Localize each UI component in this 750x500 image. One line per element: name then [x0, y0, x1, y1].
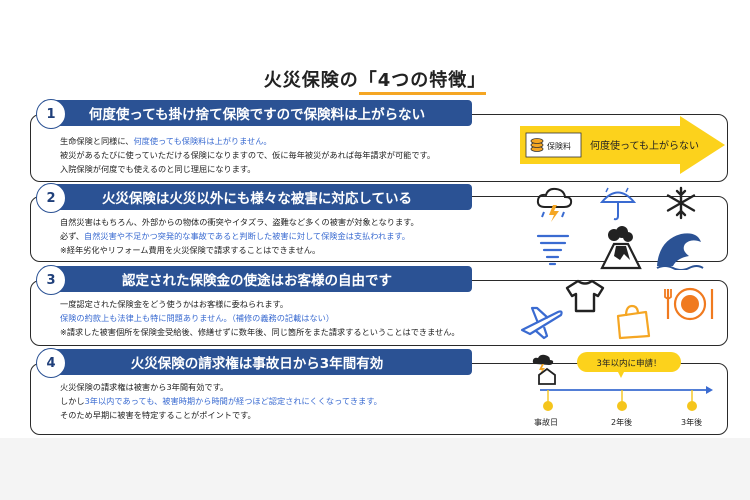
timeline-dot-2y — [617, 401, 627, 411]
section-3-line3: ※請求した被害個所を保険金受給後、修繕せずに数年後、同じ箇所をまた請求するという… — [60, 327, 460, 337]
timeline-label-accident: 事故日 — [534, 418, 558, 427]
section-3-heading: 認定された保険金の使途はお客様の自由です — [122, 273, 392, 289]
timeline-arrowhead — [706, 386, 713, 394]
title-prefix: 火災保険の — [263, 70, 359, 91]
section-1-body: 生命保険と同様に、何度使っても保険料は上がりません。 被災があるたびに使っていた… — [60, 134, 435, 176]
section-3-body: 一度認定された保険金をどう使うかはお客様に委ねられます。 保険の約款上も法律上も… — [60, 297, 460, 339]
section-1-header: 1 何度使っても掛け捨て保険ですので保険料は上がらない — [36, 99, 472, 129]
section-2-number: 2 — [36, 183, 66, 213]
section-1-heading: 何度使っても掛け捨て保険ですので保険料は上がらない — [88, 107, 426, 123]
page-title: 火災保険の「4つの特徴」 — [0, 66, 750, 95]
section-3-header: 3 認定された保険金の使途はお客様の自由です — [36, 265, 472, 295]
section-4-number: 4 — [36, 348, 66, 378]
timeline-dot-accident — [543, 401, 553, 411]
coins-icon — [530, 138, 544, 152]
section-1-line3: 入院保険が何度でも使えるのと同じ理屈になります。 — [60, 164, 256, 174]
section-2-line3: ※経年劣化やリフォーム費用を火災保険で請求することはできません。 — [60, 245, 321, 255]
section-4-line1: 火災保険の請求権は被害から3年間有効です。 — [60, 382, 229, 392]
section-4-heading: 火災保険の請求権は事故日から3年間有効 — [130, 356, 384, 372]
section-2-body: 自然災害はもちろん、外部からの物体の衝突やイタズラ、盗難など多くの被害が対象とな… — [60, 215, 419, 257]
arrow-text: 何度使っても上がらない — [590, 139, 699, 152]
deadline-bubble-text: 3年以内に申請！ — [597, 358, 662, 369]
deadline-bubble — [577, 352, 681, 372]
snow-icon — [666, 186, 696, 220]
tshirt-icon — [565, 279, 605, 313]
timeline-dot-3y — [687, 401, 697, 411]
house-lightning-icon — [532, 354, 556, 385]
section-1-line2: 被災があるたびに使っていただける保険になりますので、仮に毎年被災があれば毎年請求… — [60, 150, 436, 160]
section-1-line1a: 生命保険と同様に、 — [60, 136, 134, 146]
timeline-label-2y: 2年後 — [611, 418, 633, 427]
section-4-header: 4 火災保険の請求権は事故日から3年間有効 — [36, 348, 472, 378]
umbrella-icon — [600, 187, 636, 221]
section-1-line1b: 何度使っても保険料は上がりません。 — [133, 136, 272, 146]
section-2-line1: 自然災害はもちろん、外部からの物体の衝突やイタズラ、盗難など多くの被害が対象とな… — [60, 217, 419, 227]
shopping-bag-icon — [616, 304, 651, 340]
arrow-shape — [520, 116, 725, 174]
section-2-line2a: 必ず、 — [60, 231, 84, 241]
volcano-icon — [600, 226, 642, 270]
section-2-heading: 火災保険は火災以外にも様々な被害に対応している — [101, 191, 413, 207]
section-2-header: 2 火災保険は火災以外にも様々な被害に対応している — [36, 183, 472, 213]
section-2-line2b: 自然災害や不足かつ突発的な事故であると判断した被害に対して保険金は支払われます。 — [84, 231, 410, 241]
title-accent: 「4つの特徴」 — [358, 70, 487, 95]
tsunami-icon — [656, 233, 704, 270]
section-3-line1: 一度認定された保険金をどう使うかはお客様に委ねられます。 — [60, 299, 289, 309]
section-4-body: 火災保険の請求権は被害から3年間有効です。 しかし3年以内であっても、被害時期か… — [60, 380, 382, 422]
arrow-badge: 保険料 — [547, 141, 571, 151]
dinner-plate-icon — [664, 287, 714, 321]
section-3-number: 3 — [36, 265, 66, 295]
section-4-line2a: しかし — [60, 396, 85, 406]
section-4-card — [30, 363, 728, 435]
tornado-icon — [536, 234, 570, 266]
claim-timeline: 3年以内に申請！ — [532, 352, 713, 411]
timeline-label-3y: 3年後 — [681, 418, 703, 427]
airplane-icon — [520, 306, 563, 340]
section-3-line2: 保険の約款上も法律上も特に問題ありません。（補修の義務の記載はない） — [60, 313, 335, 323]
thunderstorm-icon — [536, 187, 573, 222]
section-4-line3: そのため早期に被害を特定することがポイントです。 — [60, 410, 256, 420]
section-4-line2b: 3年以内であっても、被害時期から時間が経つほど認定されにくくなってきます。 — [84, 396, 382, 406]
section-1-number: 1 — [36, 99, 66, 129]
premium-arrow: 保険料 何度使っても上がらない — [520, 116, 725, 174]
